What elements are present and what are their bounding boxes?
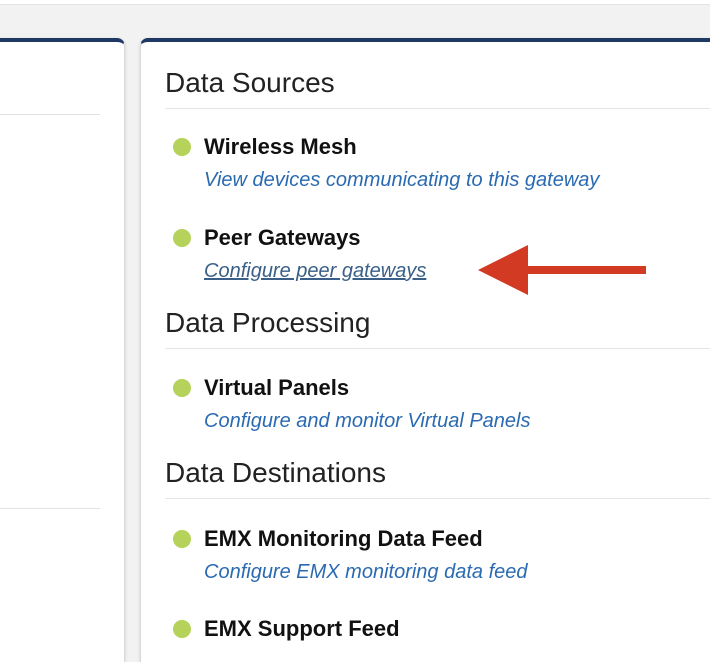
item-title: EMX Monitoring Data Feed bbox=[204, 526, 483, 551]
section-data-sources: Data Sources bbox=[165, 66, 710, 109]
view-devices-link[interactable]: View devices communicating to this gatew… bbox=[204, 169, 600, 191]
divider bbox=[0, 114, 100, 115]
section-title: Data Sources bbox=[165, 66, 710, 109]
right-panel: Data Sources Wireless Mesh View devices … bbox=[140, 38, 710, 662]
section-title: Data Processing bbox=[165, 306, 710, 349]
section-data-processing: Data Processing bbox=[165, 306, 710, 349]
status-dot-icon bbox=[173, 379, 191, 397]
left-panel bbox=[0, 38, 125, 662]
configure-peer-gateways-link[interactable]: Configure peer gateways bbox=[204, 260, 427, 282]
item-title: Peer Gateways bbox=[204, 225, 361, 250]
item-title: Wireless Mesh bbox=[204, 134, 357, 159]
section-data-destinations: Data Destinations bbox=[165, 456, 710, 499]
arrow-left-icon bbox=[478, 245, 646, 295]
top-bar bbox=[0, 0, 710, 5]
section-title: Data Destinations bbox=[165, 456, 710, 499]
status-dot-icon bbox=[173, 229, 191, 247]
status-dot-icon bbox=[173, 530, 191, 548]
divider bbox=[0, 508, 100, 509]
configure-emx-monitoring-link[interactable]: Configure EMX monitoring data feed bbox=[204, 561, 528, 583]
item-title: EMX Support Feed bbox=[204, 616, 400, 641]
configure-virtual-panels-link[interactable]: Configure and monitor Virtual Panels bbox=[204, 410, 531, 432]
item-title: Virtual Panels bbox=[204, 375, 350, 400]
status-dot-icon bbox=[173, 620, 191, 638]
status-dot-icon bbox=[173, 138, 191, 156]
